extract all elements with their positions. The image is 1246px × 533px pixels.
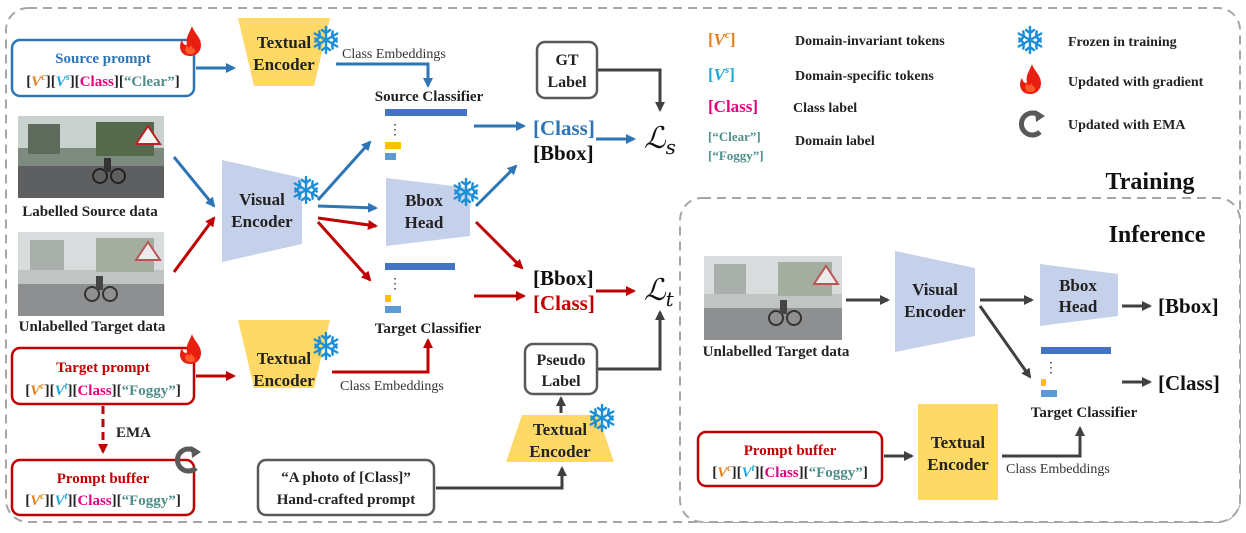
bbox-head-line1: Bbox — [405, 191, 443, 210]
class-embeddings-top: Class Embeddings — [342, 47, 446, 62]
textual-encoder-bottom-line2: Encoder — [253, 371, 315, 390]
inference-textual-encoder-line1: Textual — [931, 433, 985, 452]
ema-arrow-icon — [1021, 110, 1045, 135]
textual-encoder-pseudo — [506, 415, 614, 462]
loss-source: ℒs — [644, 121, 676, 159]
legend-token-clear: [“Clear”] — [708, 129, 761, 144]
target-bar-2 — [385, 295, 391, 302]
legend-domain-specific: Domain-specific tokens — [795, 69, 934, 84]
target-prompt-title: Target prompt — [56, 360, 150, 376]
gt-label-box — [535, 40, 599, 100]
labelled-source-caption: Labelled Source data — [22, 204, 158, 220]
inference-bar-dots: ⋮ — [1044, 361, 1058, 376]
source-class-output: [Class] — [533, 116, 595, 140]
training-arrows — [98, 62, 665, 490]
legend-token-vc: [Vc] — [708, 29, 736, 49]
inference-image-caption: Unlabelled Target data — [703, 344, 850, 360]
handcrafted-prompt-line1: “A photo of [Class]” — [281, 470, 411, 486]
inference-bbox-head-line1: Bbox — [1059, 276, 1097, 295]
visual-encoder — [222, 160, 302, 262]
legend-frozen: Frozen in training — [1068, 35, 1177, 50]
source-prompt-box — [10, 38, 196, 98]
handcrafted-prompt-box — [256, 458, 436, 517]
target-classifier-label: Target Classifier — [375, 321, 482, 337]
target-class-output: [Class] — [533, 291, 595, 315]
pseudo-label-line1: Pseudo — [537, 352, 586, 369]
source-bar-1 — [385, 109, 467, 116]
inference-image — [704, 256, 842, 340]
legend-class-label: Class label — [793, 101, 857, 116]
prompt-buffer-tokens: [Vc][Vt][Class][“Foggy”] — [25, 491, 181, 509]
prompt-buffer-box — [10, 458, 196, 517]
source-prompt-tokens: [Vc][Vs][Class][“Clear”] — [26, 72, 179, 90]
target-prompt-tokens: [Vc][Vt][Class][“Foggy”] — [25, 381, 181, 399]
inference-bar-2 — [1041, 379, 1046, 386]
inference-visual-encoder-line2: Encoder — [904, 302, 966, 321]
snowflake-icon — [1017, 25, 1043, 55]
inference-bbox-head — [1040, 264, 1118, 326]
target-prompt-box — [10, 346, 196, 406]
unlabelled-target-caption: Unlabelled Target data — [19, 319, 166, 335]
legend-token-class: [Class] — [708, 97, 758, 116]
legend-token-foggy: [“Foggy”] — [708, 148, 764, 163]
inference-target-classifier-label: Target Classifier — [1031, 405, 1138, 421]
inference-class-embeddings: Class Embeddings — [1006, 462, 1110, 477]
textual-encoder-bottom-line1: Textual — [257, 349, 311, 368]
inference-textual-encoder — [918, 404, 998, 500]
pseudo-label-box — [523, 342, 599, 396]
unlabelled-target-image — [18, 232, 164, 316]
inference-label: Inference — [1109, 222, 1206, 248]
legend-token-vs: [Vs] — [708, 64, 735, 84]
source-classifier-label: Source Classifier — [375, 89, 484, 105]
textual-encoder-top-line2: Encoder — [253, 55, 315, 74]
visual-encoder-line1: Visual — [239, 190, 285, 209]
inference-arrows — [846, 295, 1152, 461]
handcrafted-prompt-line2: Hand-crafted prompt — [277, 492, 415, 508]
visual-encoder-line2: Encoder — [231, 212, 293, 231]
legend: [Vc] Domain-invariant tokens [Vs] Domain… — [708, 25, 1204, 163]
inference-bbox-head-line2: Head — [1059, 297, 1098, 316]
training-label: Training — [1106, 169, 1195, 195]
target-bar-1 — [385, 263, 455, 270]
source-bar-3 — [385, 153, 396, 160]
textual-encoder-pseudo-line1: Textual — [533, 420, 587, 439]
source-bbox-output: [Bbox] — [533, 141, 594, 165]
legend-domain-label: Domain label — [795, 134, 875, 149]
inference-prompt-buffer-tokens: [Vc][Vt][Class][“Foggy”] — [712, 463, 868, 481]
inference-visual-encoder-line1: Visual — [912, 280, 958, 299]
bbox-head — [386, 178, 470, 246]
target-bar-dots: ⋮ — [388, 277, 402, 292]
source-bar-2 — [385, 142, 401, 149]
prompt-buffer-title: Prompt buffer — [57, 471, 150, 487]
textual-encoder-bottom — [238, 320, 330, 388]
pseudo-label-line2: Label — [541, 373, 581, 390]
inference-bar-1 — [1041, 347, 1111, 354]
flame-icon — [1020, 64, 1041, 94]
class-embeddings-bottom: Class Embeddings — [340, 379, 444, 394]
inference-prompt-buffer-title: Prompt buffer — [744, 443, 837, 459]
legend-updated-ema: Updated with EMA — [1068, 118, 1186, 133]
inference-textual-encoder-line2: Encoder — [927, 455, 989, 474]
inference-visual-encoder — [895, 251, 975, 352]
target-bar-3 — [385, 306, 401, 313]
inference-bar-3 — [1041, 390, 1057, 397]
textual-encoder-top-line1: Textual — [257, 33, 311, 52]
legend-updated-gradient: Updated with gradient — [1068, 75, 1204, 90]
bbox-head-line2: Head — [405, 213, 444, 232]
loss-target: ℒt — [644, 273, 675, 311]
inference-class-output: [Class] — [1158, 371, 1220, 395]
gt-label-line2: Label — [547, 74, 587, 91]
textual-encoder-top — [238, 18, 330, 86]
source-bar-dots: ⋮ — [388, 123, 402, 138]
source-prompt-title: Source prompt — [55, 51, 151, 67]
legend-domain-invariant: Domain-invariant tokens — [795, 34, 945, 49]
inference-bbox-output: [Bbox] — [1158, 294, 1219, 318]
textual-encoder-pseudo-line2: Encoder — [529, 442, 591, 461]
target-bbox-output: [Bbox] — [533, 266, 594, 290]
ema-label: EMA — [116, 425, 151, 441]
inference-prompt-buffer-box — [696, 430, 884, 488]
labelled-source-image — [18, 116, 164, 198]
gt-label-line1: GT — [555, 52, 578, 69]
